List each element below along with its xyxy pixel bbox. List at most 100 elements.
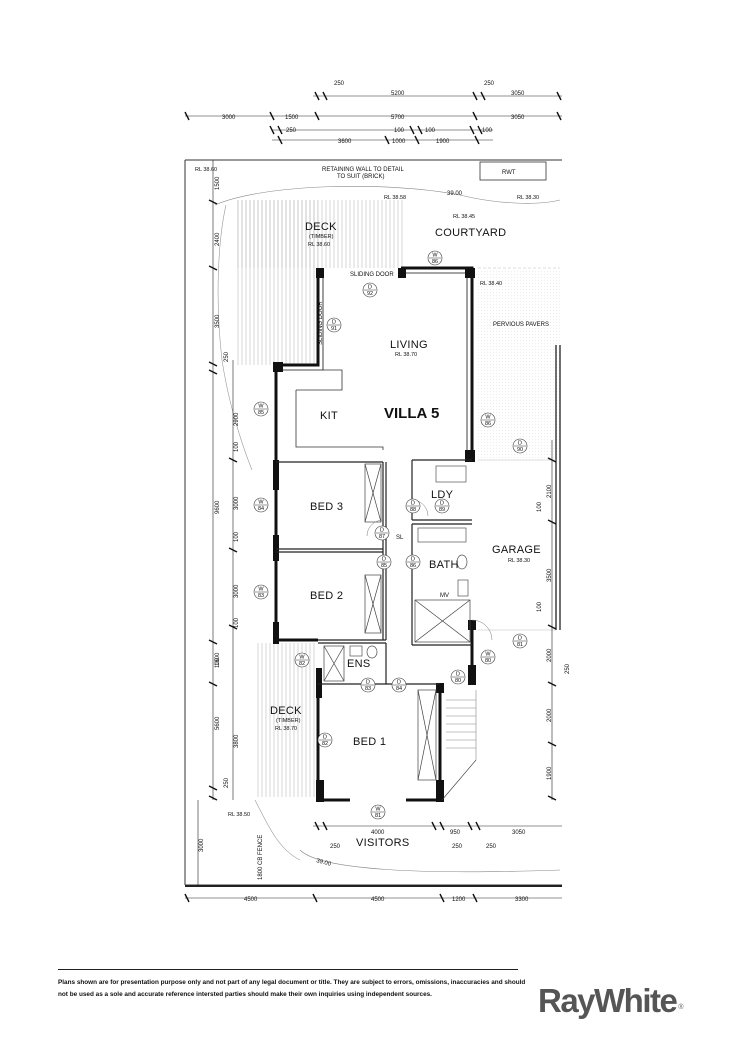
dim-left-250b: 250 bbox=[224, 777, 230, 788]
tag-letter: W bbox=[485, 415, 491, 421]
deck-bottom-area bbox=[256, 643, 316, 797]
level-bottom-left: RL 38.50 bbox=[228, 812, 250, 818]
dim-right-2000b: 2000 bbox=[547, 708, 553, 722]
tag-number: 86 bbox=[485, 421, 491, 427]
tag-w86: W86 bbox=[427, 250, 443, 266]
tag-letter: D bbox=[397, 680, 401, 686]
room-garage-rl: RL 38.30 bbox=[508, 558, 530, 564]
tag-number: 80 bbox=[485, 658, 491, 664]
tag-letter: W bbox=[258, 587, 264, 593]
tag-w81: W81 bbox=[370, 804, 386, 820]
tag-letter: D bbox=[518, 636, 522, 642]
room-visitors: VISITORS bbox=[356, 837, 410, 849]
tag-d86: D86 bbox=[405, 554, 421, 570]
tag-number: 83 bbox=[365, 686, 371, 692]
tag-letter: D bbox=[456, 672, 460, 678]
tag-letter: D bbox=[382, 557, 386, 563]
dim-left-5600: 5600 bbox=[215, 716, 221, 730]
tag-number: 85 bbox=[381, 563, 387, 569]
brand-registered-mark: ® bbox=[678, 1004, 684, 1011]
stairs bbox=[441, 690, 477, 801]
note-retaining-wall-1: RETAINING WALL TO DETAIL bbox=[322, 167, 404, 173]
dim-bottom-1-b: 4000 bbox=[371, 830, 385, 836]
dim-top-4-c: 1900 bbox=[436, 139, 450, 145]
tag-number: 88 bbox=[410, 507, 416, 513]
room-living-rl: RL 38.70 bbox=[395, 352, 417, 358]
dim-bottom-1-d: 250 bbox=[452, 844, 463, 850]
room-bed3: BED 3 bbox=[310, 501, 343, 513]
dim-inner-100b: 100 bbox=[234, 531, 240, 542]
dim-bottom-3-b: 4500 bbox=[371, 897, 385, 903]
dim-right-1900: 1900 bbox=[547, 766, 553, 780]
dim-top-3-c: 100 bbox=[425, 128, 436, 134]
dim-top-2-c: 5700 bbox=[391, 115, 405, 121]
dim-bottom-1-e: 3050 bbox=[512, 830, 526, 836]
room-courtyard-rl: RL 38.45 bbox=[453, 214, 475, 220]
dim-left-1600: 1600 bbox=[215, 652, 221, 666]
dim-top-2-d: 3050 bbox=[511, 115, 525, 121]
tag-number: 82 bbox=[299, 661, 305, 667]
bath-fixtures bbox=[349, 465, 469, 659]
room-deck-bottom-rl: RL 38.70 bbox=[275, 726, 297, 732]
contour-label-bottom: 39.00 bbox=[315, 858, 332, 868]
tag-number: 84 bbox=[396, 686, 402, 692]
room-courtyard: COURTYARD bbox=[435, 227, 506, 239]
footer-rule bbox=[58, 969, 518, 970]
dim-left-2400: 2400 bbox=[215, 232, 221, 246]
room-deck-bottom-sub: (TIMBER) bbox=[276, 718, 301, 724]
room-bath: BATH bbox=[429, 559, 459, 571]
room-deck-top-rl: RL 38.60 bbox=[308, 242, 330, 248]
level-top-right: RL 38.30 bbox=[517, 195, 539, 201]
note-rwt: RWT bbox=[502, 170, 516, 176]
tag-number: 89 bbox=[439, 507, 445, 513]
tag-letter: W bbox=[258, 500, 264, 506]
tag-number: 91 bbox=[331, 326, 337, 332]
dim-left-250: 250 bbox=[224, 351, 230, 362]
dim-bottom-1-a: 250 bbox=[330, 844, 341, 850]
tag-d83: D83 bbox=[360, 677, 376, 693]
tag-d87: D87 bbox=[374, 525, 390, 541]
tag-d80: D80 bbox=[450, 669, 466, 685]
contour-line-bottom bbox=[299, 849, 561, 873]
dimension-ticks bbox=[184, 91, 562, 903]
dim-left-3000: 3000 bbox=[199, 838, 205, 852]
tag-w84: W84 bbox=[253, 497, 269, 513]
tag-number: 86 bbox=[432, 259, 438, 265]
tag-letter: D bbox=[440, 501, 444, 507]
room-ldy: LDY bbox=[431, 489, 454, 501]
deck-top-area-2 bbox=[236, 200, 404, 268]
villa-title: VILLA 5 bbox=[384, 405, 439, 422]
dimension-lines bbox=[185, 95, 562, 899]
disclaimer-line-2: not be used as a sole and accurate refer… bbox=[58, 991, 432, 998]
dim-top-3-d: 100 bbox=[482, 128, 493, 134]
tag-w82: W82 bbox=[294, 652, 310, 668]
tag-letter: D bbox=[332, 320, 336, 326]
tag-d85: D85 bbox=[376, 554, 392, 570]
tag-letter: D bbox=[323, 735, 327, 741]
robes bbox=[323, 463, 471, 781]
tag-number: 80 bbox=[455, 678, 461, 684]
wall-posts bbox=[273, 268, 476, 802]
dim-top-3-a: 250 bbox=[286, 128, 297, 134]
dim-bottom-3-d: 3300 bbox=[515, 897, 529, 903]
dim-top-1-b: 5200 bbox=[391, 91, 405, 97]
dim-inner-3800: 3800 bbox=[234, 734, 240, 748]
tag-letter: W bbox=[299, 655, 305, 661]
kitchen-bench bbox=[295, 390, 384, 450]
tag-d84: D84 bbox=[391, 677, 407, 693]
dim-inner-100c: 100 bbox=[234, 617, 240, 628]
tag-number: 87 bbox=[379, 534, 385, 540]
tag-w80: W80 bbox=[480, 649, 496, 665]
contour-line-top bbox=[214, 185, 561, 206]
tag-d89: D89 bbox=[434, 498, 450, 514]
dim-left-3500: 3500 bbox=[215, 314, 221, 328]
note-sliding-door-side: SLIDING DOOR bbox=[318, 301, 324, 345]
dim-bottom-2-a: 250 bbox=[486, 844, 497, 850]
door-window-tags: W86D92D91W85W86D90W84D88D89D87D85D86W83W… bbox=[253, 250, 528, 820]
room-ens: ENS bbox=[347, 658, 371, 670]
disclaimer: Plans shown are for presentation purpose… bbox=[58, 977, 528, 1001]
dim-top-4-b: 1000 bbox=[392, 139, 406, 145]
room-garage: GARAGE bbox=[492, 544, 541, 556]
dim-top-1-c: 250 bbox=[484, 81, 495, 87]
dim-right-100a: 100 bbox=[537, 501, 543, 512]
